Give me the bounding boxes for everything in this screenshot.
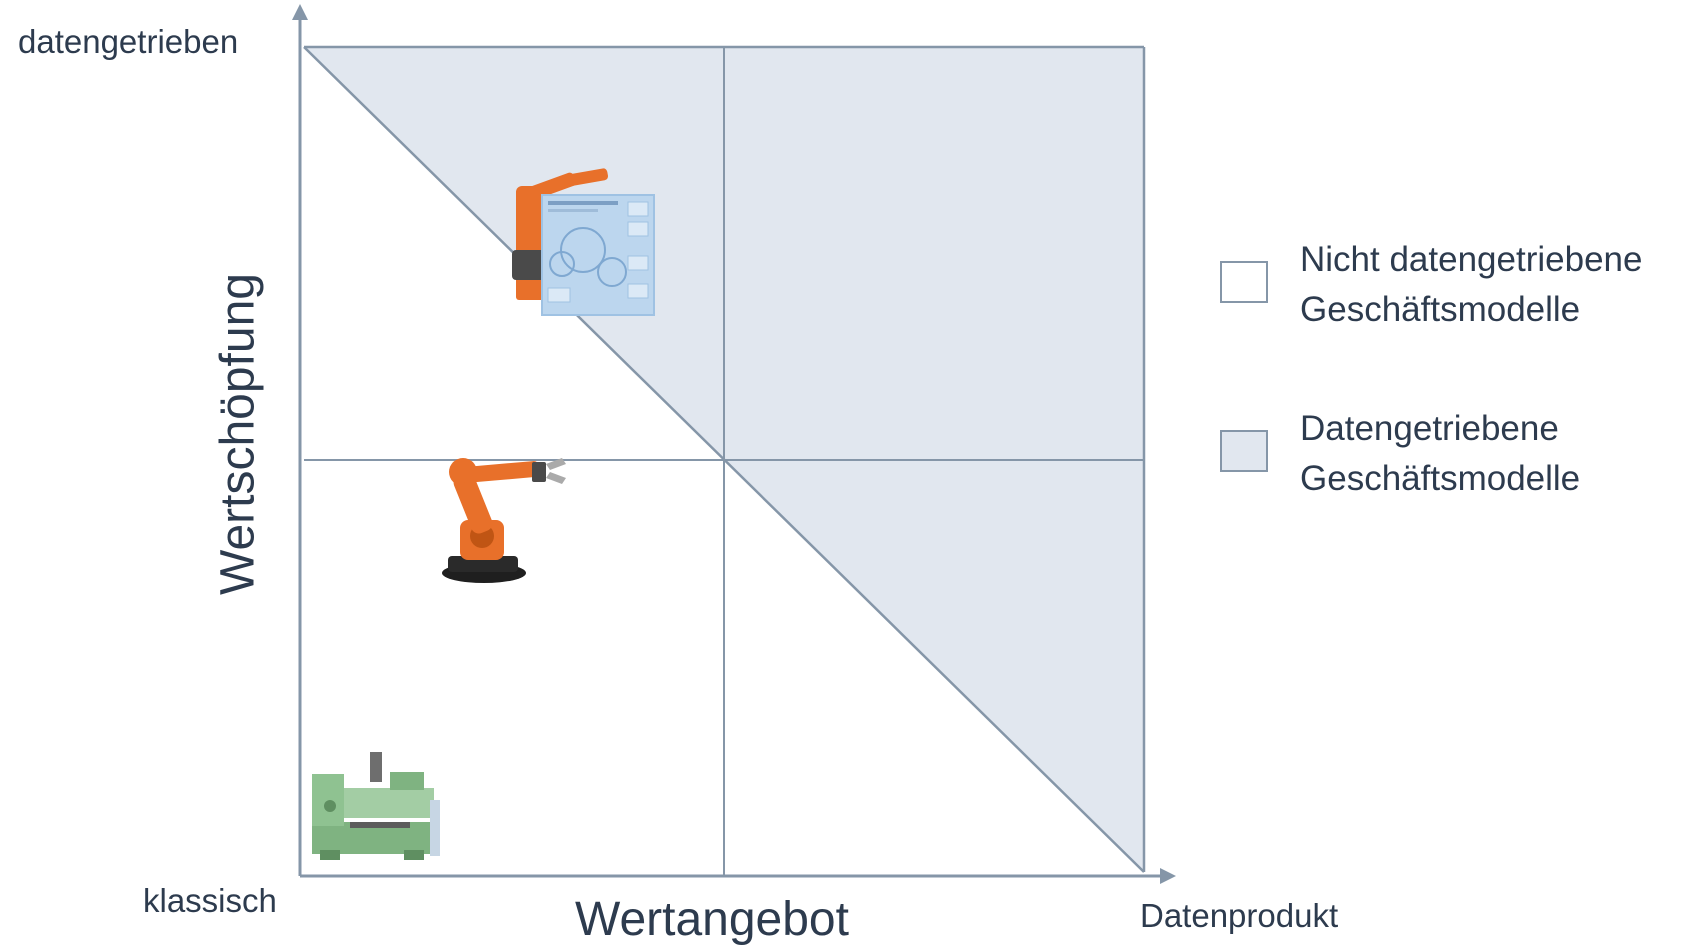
legend-label-line: Geschäftsmodelle	[1300, 290, 1581, 329]
legend-label-data-driven: Datengetriebene Geschäftsmodelle	[1300, 404, 1580, 504]
y-axis-arrowhead	[292, 4, 308, 20]
legend-swatch-non-data-driven	[1220, 261, 1268, 303]
legend-label-line: Datengetriebene	[1300, 409, 1559, 448]
industrial-robot-arm-icon	[442, 458, 566, 583]
legend-label-line: Geschäftsmodelle	[1300, 459, 1581, 498]
legend-label-line: Nicht datengetriebene	[1300, 240, 1643, 279]
x-axis-left-label: klassisch	[143, 882, 277, 919]
legend-swatch-data-driven	[1220, 430, 1268, 472]
legend-label-non-data-driven: Nicht datengetriebene Geschäftsmodelle	[1300, 235, 1642, 335]
lathe-machine-icon	[308, 752, 440, 860]
diagonal-line	[303, 46, 1145, 873]
industrial-robot-with-document-icon	[512, 168, 655, 316]
x-axis-title: Wertangebot	[575, 893, 849, 946]
y-axis-top-label: datengetrieben	[18, 23, 239, 60]
x-axis-arrowhead	[1160, 868, 1176, 884]
y-axis-title: Wertschöpfung	[211, 273, 265, 595]
x-axis-right-label: Datenprodukt	[1140, 897, 1339, 934]
